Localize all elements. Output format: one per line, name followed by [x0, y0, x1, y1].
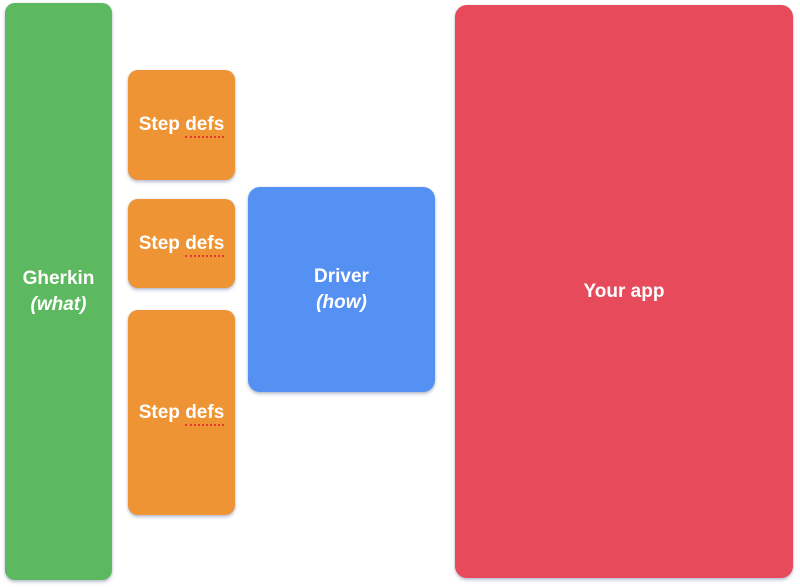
step-defs-text: Step: [138, 401, 180, 423]
step-defs-label: Step defs: [138, 400, 225, 426]
your-app-title: Your app: [583, 280, 665, 302]
step-defs-box-3: Step defs: [128, 310, 235, 515]
gherkin-box: Gherkin (what): [5, 3, 112, 580]
driver-label: Driver (how): [314, 264, 369, 314]
gherkin-title: Gherkin: [22, 268, 95, 290]
driver-subtitle: (how): [316, 291, 367, 313]
driver-box: Driver (how): [248, 187, 435, 392]
step-defs-box-1: Step defs: [128, 70, 235, 180]
step-defs-text: Step: [138, 114, 180, 136]
gherkin-subtitle: (what): [30, 293, 87, 315]
spellcheck-underline-word: defs: [185, 401, 225, 426]
spellcheck-underline-word: defs: [185, 232, 225, 257]
spellcheck-underline-word: defs: [185, 114, 225, 139]
step-defs-label: Step defs: [138, 112, 225, 139]
step-defs-box-2: Step defs: [128, 199, 235, 288]
your-app-label: Your app: [584, 279, 665, 304]
driver-title: Driver: [314, 266, 369, 288]
step-defs-text: Step: [138, 232, 180, 254]
your-app-box: Your app: [455, 5, 793, 578]
gherkin-label: Gherkin (what): [23, 266, 95, 316]
step-defs-label: Step defs: [138, 231, 225, 257]
